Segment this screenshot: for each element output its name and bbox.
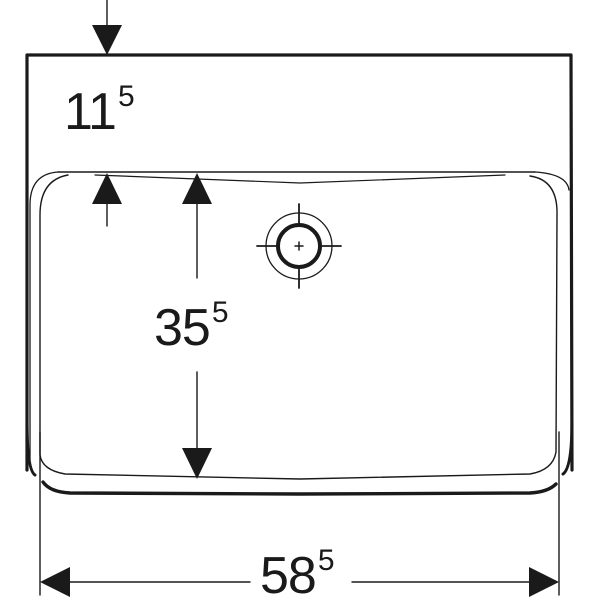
tap-hole-icon — [256, 203, 342, 289]
arrow-right-icon — [529, 567, 559, 597]
arrow-up-icon — [182, 173, 212, 204]
arrow-left-icon — [40, 567, 70, 597]
overall-width-label: 585 — [254, 546, 341, 605]
width-extension-lines — [39, 431, 560, 596]
arrow-up-icon — [92, 173, 122, 204]
rim-depth-fraction: 5 — [117, 80, 135, 113]
overall-width-value: 58 — [260, 547, 317, 605]
bowl-inner-outline — [39, 174, 558, 480]
rim-depth-value: 11 — [64, 83, 117, 141]
bowl-rim-outline — [29, 171, 570, 496]
basin-outer-outline — [25, 53, 574, 477]
rim-depth-label: 115 — [64, 82, 135, 141]
bowl-depth-fraction: 5 — [211, 296, 229, 329]
overall-width-fraction: 5 — [317, 544, 335, 577]
arrow-down-icon — [182, 448, 212, 479]
arrow-down-icon — [92, 25, 122, 55]
bowl-depth-label: 355 — [152, 298, 231, 357]
bowl-depth-value: 35 — [154, 299, 211, 357]
